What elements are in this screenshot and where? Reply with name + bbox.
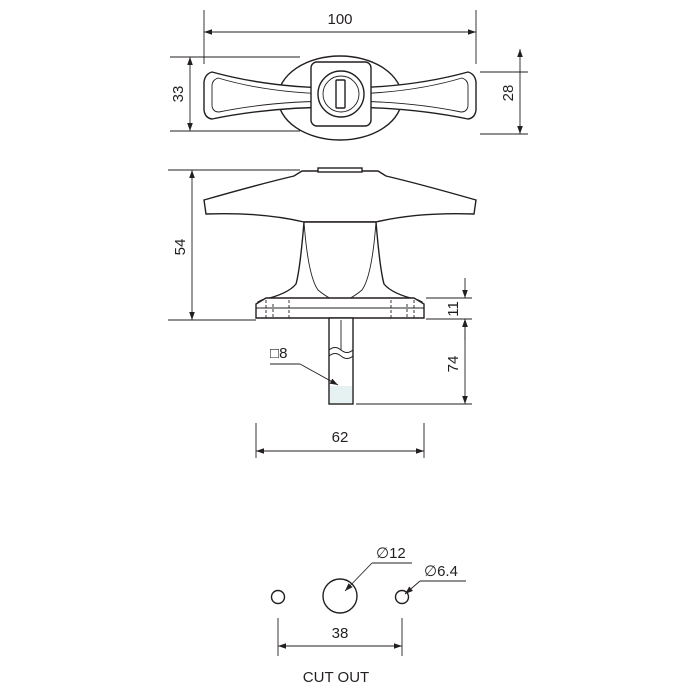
side-view: □8 54 11 74 62 [168,167,477,458]
side-view-handle [203,170,477,223]
hole-center-leader [344,562,373,592]
top-view: 100 33 28 [170,10,528,141]
spindle-square-leader [299,363,339,386]
hole-side-leader [404,580,421,595]
dim-cutout-spacing: 38 [332,625,349,642]
spindle-tip [330,386,352,403]
cutout-title: CUT OUT [303,669,369,686]
dim-side-height: 54 [172,239,189,256]
spindle-square-label: □8 [270,345,287,362]
dim-spindle-length: 74 [445,356,462,373]
dim-top-width: 100 [327,11,352,28]
dim-base-thickness: 11 [445,301,462,317]
cutout-hole-left [270,589,286,605]
side-view-cap [317,167,363,173]
hole-side-label: ∅6.4 [424,563,458,580]
dim-top-height-left: 33 [170,86,187,103]
hole-center-label: ∅12 [376,545,406,562]
dim-base-width: 62 [332,429,349,446]
dim-top-height-right: 28 [500,85,517,102]
key-slot [335,79,346,109]
cutout-view: ∅12 ∅6.4 38 CUT OUT [270,545,466,686]
lock-cylinder-inner [322,75,360,113]
